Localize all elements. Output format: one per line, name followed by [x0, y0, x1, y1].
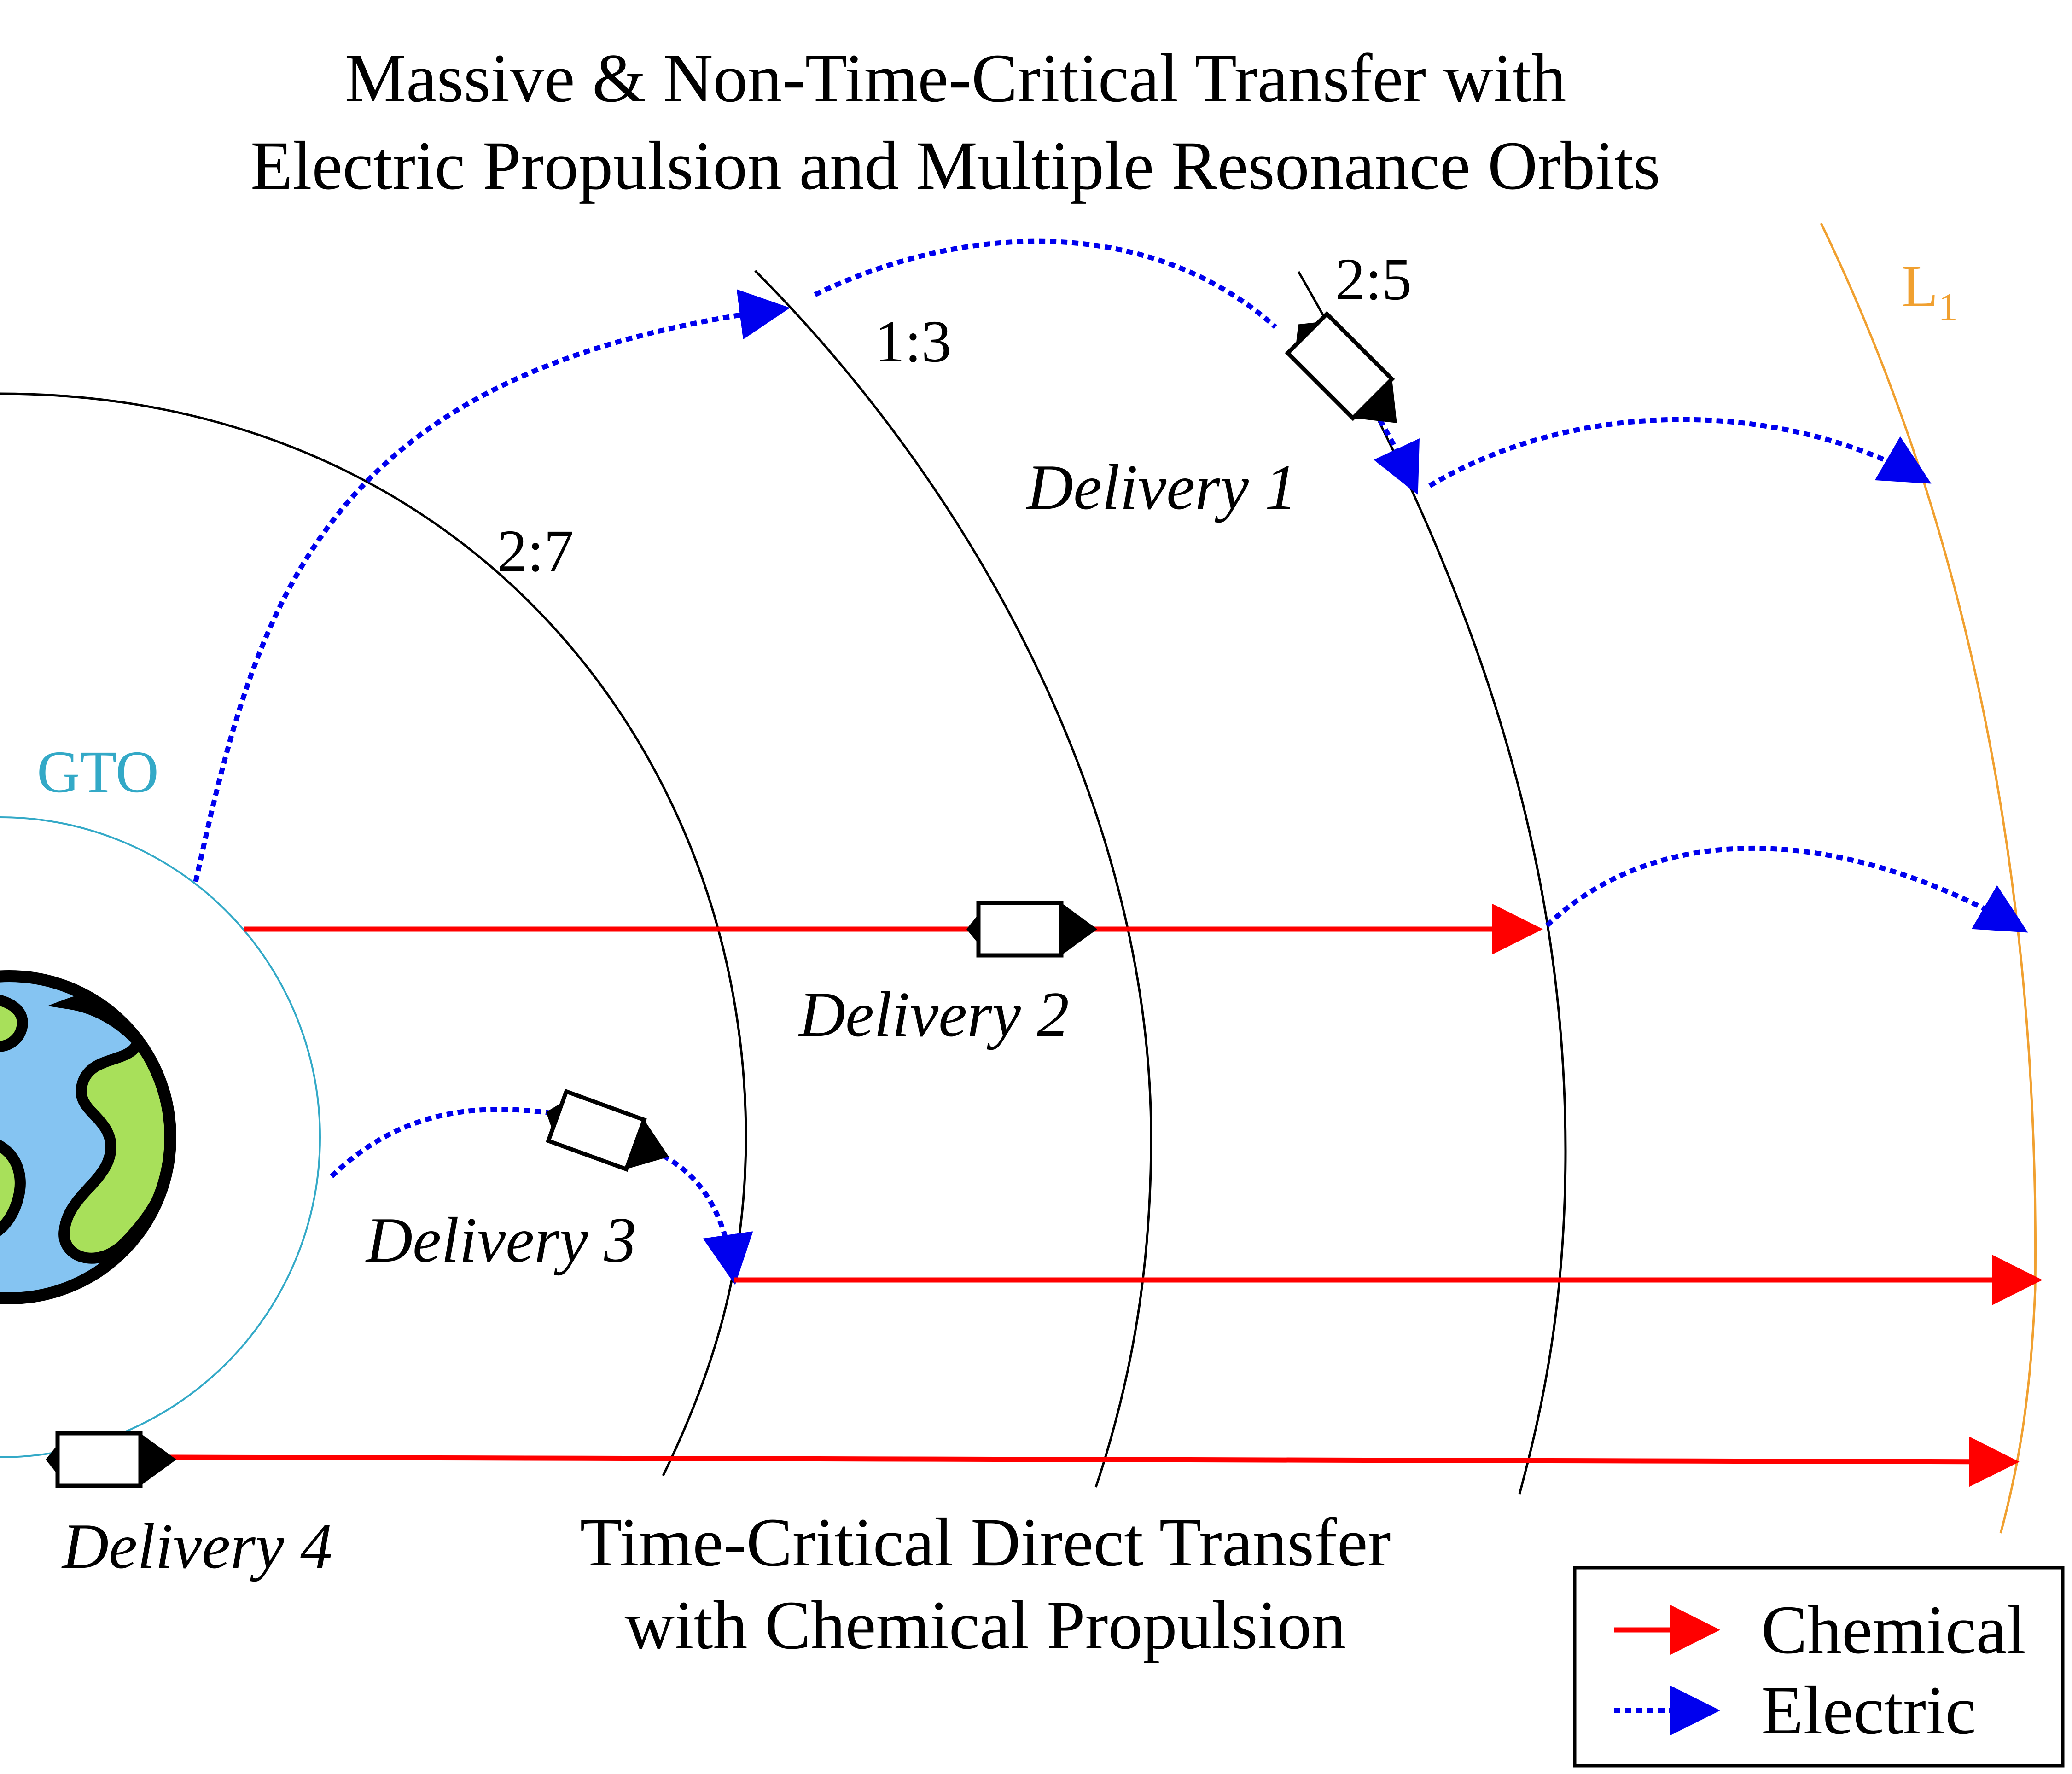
- delivery-3-label: Delivery 3: [365, 1204, 636, 1276]
- legend-chemical-label: Chemical: [1761, 1592, 2026, 1668]
- l1-label: L1: [1902, 253, 1958, 329]
- orbit-2-5-label: 2:5: [1335, 246, 1412, 313]
- delivery-1-label: Delivery 1: [1026, 452, 1297, 523]
- delivery-2-label: Delivery 2: [798, 979, 1069, 1050]
- spacecraft-delivery-3-icon: [546, 1088, 669, 1172]
- legend-electric-label: Electric: [1761, 1672, 1976, 1749]
- spacecraft-delivery-2-icon: [966, 901, 1097, 958]
- earth-icon: [0, 970, 176, 1304]
- spacecraft-delivery-1-icon: [1285, 311, 1397, 423]
- chemical-path-delivery-4: [165, 1436, 2020, 1487]
- electric-path-2-5-to-l1-lower: [1545, 845, 2028, 933]
- orbit-2-7-label: 2:7: [497, 518, 574, 584]
- electric-path-delivery-3-drop: [662, 1153, 753, 1285]
- legend-box: [1573, 1566, 2065, 1768]
- l1-arc: [1820, 222, 2037, 1534]
- spacecraft-delivery-4-icon: [46, 1431, 176, 1488]
- l1-label-subscript: 1: [1938, 285, 1958, 329]
- orbit-1-3-arc: [754, 270, 1152, 1488]
- gto-label: GTO: [37, 739, 159, 805]
- legend: Chemical Electric: [1573, 1566, 2065, 1768]
- orbit-1-3-label: 1:3: [875, 308, 951, 375]
- l1-label-main: L: [1902, 253, 1938, 320]
- gto-arc: [0, 816, 321, 1458]
- diagram-title-line1: Massive & Non-Time-Critical Transfer wit…: [345, 40, 1566, 116]
- delivery-4-label: Delivery 4: [61, 1511, 332, 1582]
- bottom-caption-line1: Time-Critical Direct Transfer: [580, 1504, 1391, 1581]
- orbit-2-7-arc: [0, 392, 747, 1477]
- orbit-2-5-arc: [1297, 271, 1567, 1495]
- bottom-caption-line2: with Chemical Propulsion: [625, 1587, 1346, 1663]
- electric-path-2-5-to-l1-upper: [1428, 417, 1932, 488]
- electric-path-gto-to-1-3: [193, 289, 790, 883]
- electric-path-1-3-to-2-5: [814, 238, 1277, 329]
- electric-path-delivery-3-lift: [330, 1107, 553, 1178]
- diagram-title-line2: Electric Propulsion and Multiple Resonan…: [250, 128, 1660, 204]
